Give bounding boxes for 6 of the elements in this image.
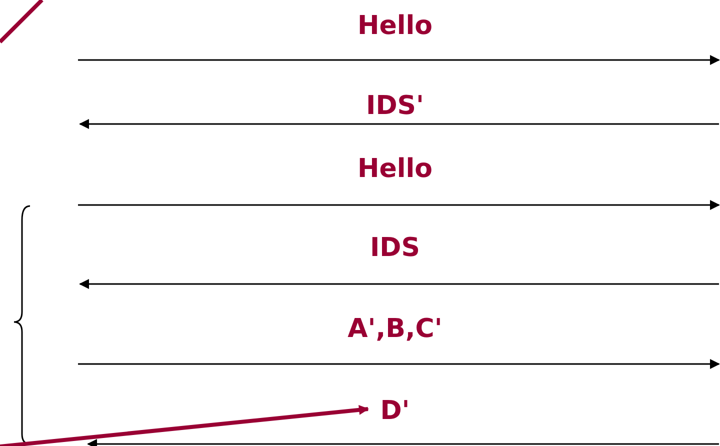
message-label: A',B,C' xyxy=(348,313,442,346)
message-label: D' xyxy=(380,395,410,428)
message-label: Hello xyxy=(357,153,433,186)
message-label: Hello xyxy=(357,10,433,43)
message-label: IDS xyxy=(370,232,420,265)
message-label: IDS' xyxy=(366,90,424,123)
